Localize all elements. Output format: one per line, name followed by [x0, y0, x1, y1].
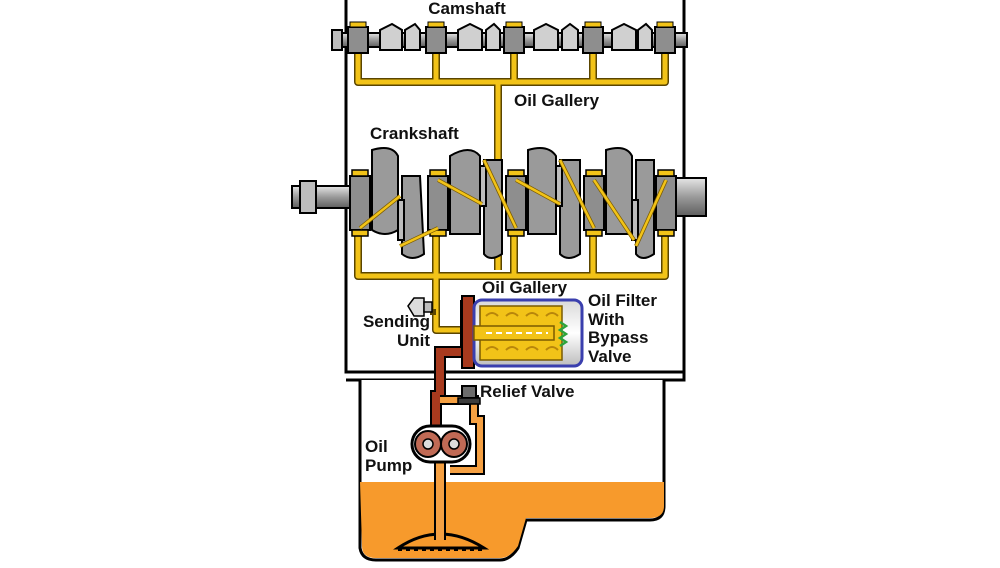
sending-unit-label: Sending Unit: [340, 312, 430, 350]
crankshaft-label: Crankshaft: [370, 124, 459, 143]
crankshaft: [291, 147, 707, 259]
bypass-valve-spring: [557, 320, 569, 348]
camshaft-label: Camshaft: [428, 0, 506, 18]
oil-filter: [461, 295, 584, 369]
relief-valve: [457, 385, 481, 405]
sending-unit-label-line1: Sending: [362, 312, 430, 331]
oil-pump: [410, 424, 472, 464]
oil-filter-label-line2: With: [588, 309, 625, 329]
oil-pump-label: Oil Pump: [365, 437, 413, 475]
oil-gallery-lines: [354, 52, 669, 334]
oil-gallery-mid-label: Oil Gallery: [482, 278, 568, 297]
oil-pump-label-line2: Pump: [365, 455, 413, 475]
oil-filter-label-line1: Oil Filter: [588, 291, 657, 310]
camshaft: [331, 21, 688, 54]
oil-filter-label-line4: Valve: [588, 347, 632, 367]
relief-valve-label: Relief Valve: [480, 382, 575, 401]
oil-gallery-top-label: Oil Gallery: [514, 91, 600, 110]
oil-filter-label: Oil Filter With Bypass Valve: [588, 291, 657, 367]
oil-filter-label-line3: Bypass: [588, 328, 649, 348]
sending-unit: [407, 297, 433, 317]
sending-unit-label-line2: Unit: [396, 330, 430, 350]
oil-pump-label-line1: Oil: [365, 437, 388, 456]
